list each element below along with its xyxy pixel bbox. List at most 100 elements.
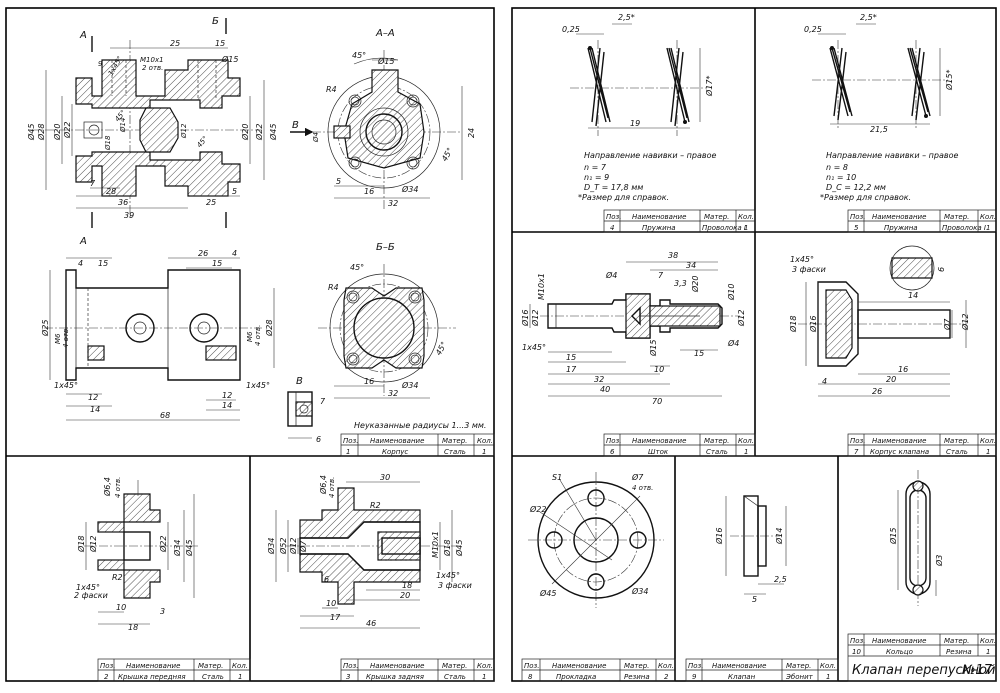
tb5-qty: 1: [986, 224, 990, 232]
dim-fcover-chamfer: 1x45°: [76, 583, 100, 592]
tb1-name-header: Наименование: [370, 437, 424, 445]
tb2-name: Крышка передняя: [118, 673, 186, 681]
dim-valve-5: 5: [752, 595, 757, 604]
dim-stem-7: 7: [658, 271, 664, 280]
title-block-part-5: [847, 209, 997, 233]
dim-rcover-d34: Ø34: [266, 538, 276, 555]
dim-rcover-10: 10: [326, 599, 336, 608]
dim-stem-38: 38: [668, 251, 678, 260]
dim-rcover-17: 17: [330, 613, 341, 622]
dim-body-15: 15: [215, 39, 225, 48]
dim-vbody-d12: Ø12: [960, 314, 970, 331]
rear-cover-drawing: [275, 481, 460, 629]
dim-stem-d20: Ø20: [690, 276, 700, 293]
dim-bb-r4: R4: [328, 283, 339, 292]
dim-body-d20-right: Ø20: [240, 124, 250, 141]
tb7-material-header: Матер.: [944, 437, 969, 445]
dim-body-2holes: 2 отв.: [142, 64, 163, 72]
tb5-qty-header: Кол.: [980, 213, 996, 221]
dim-stem-34: 34: [686, 261, 696, 270]
tb10-pos-header: Поз.: [850, 637, 866, 645]
tb2-material: Сталь: [202, 673, 224, 681]
dim-rcover-d7: Ø7: [298, 540, 308, 553]
dim-rcover-r2: R2: [370, 501, 381, 510]
dim-side-4holes: 4 отв.: [62, 327, 70, 348]
dim-vbody-d7: Ø7: [942, 318, 952, 331]
dim-bb-16: 16: [364, 377, 374, 386]
tb5-pos: 5: [854, 224, 859, 232]
dim-aa-d34: Ø34: [401, 184, 418, 194]
title-block-part-1: [340, 433, 495, 457]
dim-fcover-d34: Ø34: [172, 540, 182, 557]
dim-valve-d16: Ø16: [714, 528, 724, 545]
tb8-qty: 2: [664, 673, 669, 681]
note-spring5-1: Направление навивки – правое: [826, 151, 958, 160]
tb4-qty-header: Кол.: [738, 213, 754, 221]
dim-bb-45deg: 45°: [350, 263, 364, 272]
tb2-qty: 1: [238, 673, 242, 681]
dim-rcover-30: 30: [380, 473, 390, 482]
dim-vbody-4: 4: [822, 377, 827, 386]
tb3-material: Сталь: [444, 673, 466, 681]
dim-vbody-6: 6: [937, 267, 946, 272]
dim-rcover-4holes: 4 отв.: [328, 477, 336, 498]
tb2-name-header: Наименование: [126, 662, 180, 670]
title-block-part-4: [603, 209, 756, 233]
tb6-pos: 6: [610, 448, 615, 456]
dim-spring5-gap: 0,25: [804, 25, 822, 34]
dim-aa-d15: Ø15: [377, 56, 394, 66]
dim-body-d14: Ø14: [119, 118, 127, 133]
dim-ring-d15: Ø15: [888, 528, 898, 545]
note-spring4-3: n₁ = 9: [584, 173, 609, 182]
dim-side-m6-right: М6: [246, 331, 254, 342]
dim-vbody-16: 16: [898, 365, 908, 374]
tb7-pos-header: Поз.: [850, 437, 866, 445]
dim-body-d18: Ø18: [104, 135, 112, 151]
dim-body-39: 39: [124, 211, 134, 220]
dim-gasket-d22: Ø22: [529, 504, 546, 514]
dim-side-m6: М6: [54, 333, 62, 344]
tb10-pos: 10: [852, 648, 861, 656]
dim-valve-2-5: 2,5: [774, 575, 787, 584]
section-mark-a-bottom: А: [79, 236, 87, 247]
dim-fcover-d18: Ø18: [76, 536, 86, 553]
tb9-name: Клапан: [728, 673, 756, 681]
tb7-pos: 7: [854, 448, 859, 456]
dim-side-chamfer-left: 1x45°: [54, 381, 78, 390]
dim-body-5: 5: [232, 187, 237, 196]
tb1-qty-header: Кол.: [477, 437, 493, 445]
dim-side-15: 15: [98, 259, 108, 268]
dim-side-15-right: 15: [212, 259, 222, 268]
dim-side-d25: Ø25: [40, 320, 50, 337]
dim-body-d28: Ø28: [36, 124, 46, 141]
dim-aa-32: 32: [388, 199, 398, 208]
tb7-qty: 1: [986, 448, 990, 456]
tb6-qty-header: Кол.: [738, 437, 754, 445]
tb1-pos-header: Поз.: [343, 437, 359, 445]
dim-aa-16: 16: [364, 187, 374, 196]
dim-stem-d4-right: Ø4: [727, 338, 739, 348]
tb8-name-header: Наименование: [552, 662, 606, 670]
tb10-material: Резина: [946, 648, 972, 656]
dim-body-d45: Ø45: [26, 124, 36, 141]
dim-aa-45deg-right: 45°: [440, 146, 455, 163]
dim-fcover-3: 3: [160, 607, 165, 616]
tb7-qty-header: Кол.: [980, 437, 996, 445]
tb2-pos-header: Поз.: [100, 662, 116, 670]
dim-aa-24: 24: [467, 128, 476, 138]
body-front-section: [30, 40, 265, 220]
dim-side-chamfer-right: 1x45°: [246, 381, 270, 390]
tb5-name-header: Наименование: [872, 213, 926, 221]
tb7-name: Корпус клапана: [870, 448, 929, 456]
front-cover-drawing: [84, 480, 200, 625]
dim-spring4-19: 19: [630, 119, 640, 128]
dim-v-7: 7: [320, 397, 326, 406]
tb8-pos: 8: [528, 673, 533, 681]
note-spring5-3: n₁ = 10: [826, 173, 856, 182]
dim-vbody-chamfer: 1x45°: [790, 255, 814, 264]
dim-gasket-4holes: 4 отв.: [632, 484, 653, 492]
tb5-name: Пружина: [884, 224, 918, 232]
tb9-material: Эбонит: [785, 673, 814, 681]
title-block-part-3: [340, 658, 495, 682]
